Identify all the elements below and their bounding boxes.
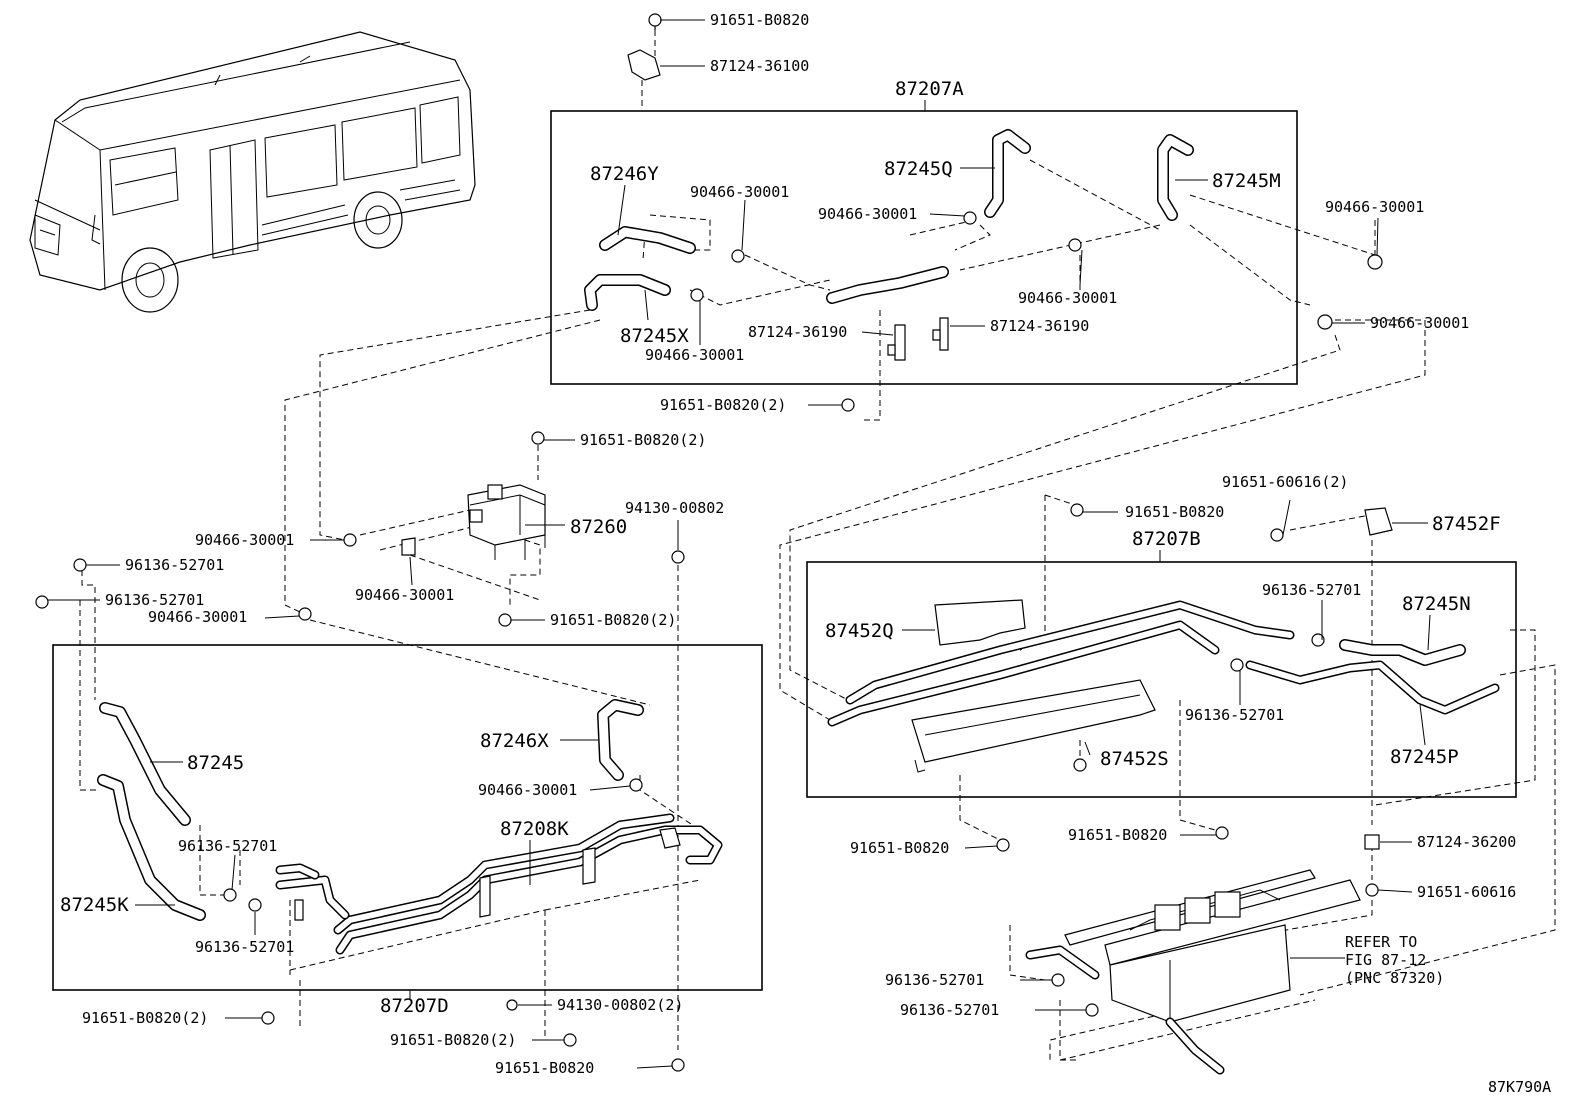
assembly-b-box [806,561,1517,798]
label-clamp-b2: 96136-52701 [1185,706,1284,724]
label-bolt-b2: 91651-60616(2) [1222,473,1348,491]
label-bracket-87452s: 87452S [1100,748,1169,770]
label-refer-2: FIG 87-12 [1345,951,1426,969]
label-valve-87260: 87260 [570,516,627,538]
label-bolt-d3: 91651-B0820 [495,1059,594,1077]
label-bolt-valve-bot: 91651-B0820(2) [550,611,676,629]
assembly-d-box [52,644,763,991]
label-grommet-1: 94130-00802 [625,499,724,517]
label-clamp-c1: 87124-36200 [1417,833,1516,851]
label-hose-87245m: 87245M [1212,170,1281,192]
label-clip-v1: 90466-30001 [195,531,294,549]
label-hose-87245: 87245 [187,752,244,774]
part-labels: 91651-B0820 87124-36100 87207A 87246Y 90… [60,11,1551,1096]
label-clip-d1: 90466-30001 [478,781,577,799]
label-bracket-87452q: 87452Q [825,620,894,642]
label-hose-87245n: 87245N [1402,593,1471,615]
label-bolt-c1: 91651-B0820 [850,839,949,857]
label-refer-3: (PNC 87320) [1345,969,1444,987]
label-bolt-a: 91651-B0820(2) [660,396,786,414]
assembly-a-parts [584,13,1194,412]
label-bolt-c2: 91651-B0820 [1068,826,1167,844]
label-assembly-b: 87207B [1132,528,1201,550]
label-clip-v2: 90466-30001 [355,586,454,604]
label-clip-a2: 90466-30001 [818,205,917,223]
label-bolt-d1: 91651-B0820(2) [82,1009,208,1027]
label-hose-87245p: 87245P [1390,746,1459,768]
label-clamp-c3: 96136-52701 [900,1001,999,1019]
label-top-clamp: 87124-36100 [710,57,809,75]
label-bolt-b1: 91651-B0820 [1125,503,1224,521]
label-clip-l1: 90466-30001 [148,608,247,626]
label-clip-a4: 90466-30001 [645,346,744,364]
label-hose-87246y: 87246Y [590,163,659,185]
label-clip-r1: 90466-30001 [1325,198,1424,216]
label-clamp-a2: 87124-36190 [990,317,1089,335]
label-hose-87245x: 87245X [620,325,689,347]
label-clip-a1: 90466-30001 [690,183,789,201]
valve-87260 [298,431,685,627]
assembly-d-parts [35,558,723,1072]
bus-illustration [29,31,476,313]
label-clamp-d1: 96136-52701 [178,837,277,855]
label-clamp-b1: 96136-52701 [1262,581,1361,599]
assembly-a-box [550,110,1298,385]
heater-unit [996,826,1380,1075]
label-bolt-valve-top: 91651-B0820(2) [580,431,706,449]
label-hose-87246x: 87246X [480,730,549,752]
label-leaders [48,19,1431,1069]
label-clamp-c2: 96136-52701 [885,971,984,989]
label-bracket-87452f: 87452F [1432,513,1501,535]
label-clip-r2: 90466-30001 [1370,314,1469,332]
label-pipe-87208k: 87208K [500,818,569,840]
label-grommet-2: 94130-00802(2) [557,996,683,1014]
label-clamp-a1: 87124-36190 [748,323,847,341]
label-refer-1: REFER TO [1345,933,1417,951]
label-bolt-c3: 91651-60616 [1417,883,1516,901]
label-clamp-d2: 96136-52701 [195,938,294,956]
label-bolt-d2: 91651-B0820(2) [390,1031,516,1049]
label-clamp-l2: 96136-52701 [105,591,204,609]
label-clamp-l1: 96136-52701 [125,556,224,574]
dashed-leaders [50,30,1556,1061]
label-top-bolt: 91651-B0820 [710,11,809,29]
diagram-id: 87K790A [1488,1078,1551,1096]
label-hose-87245k: 87245K [60,894,129,916]
label-hose-87245q: 87245Q [884,158,953,180]
label-assembly-d: 87207D [380,995,449,1017]
label-clip-a3: 90466-30001 [1018,289,1117,307]
assembly-b-parts [827,503,1500,773]
label-assembly-a: 87207A [895,78,964,100]
